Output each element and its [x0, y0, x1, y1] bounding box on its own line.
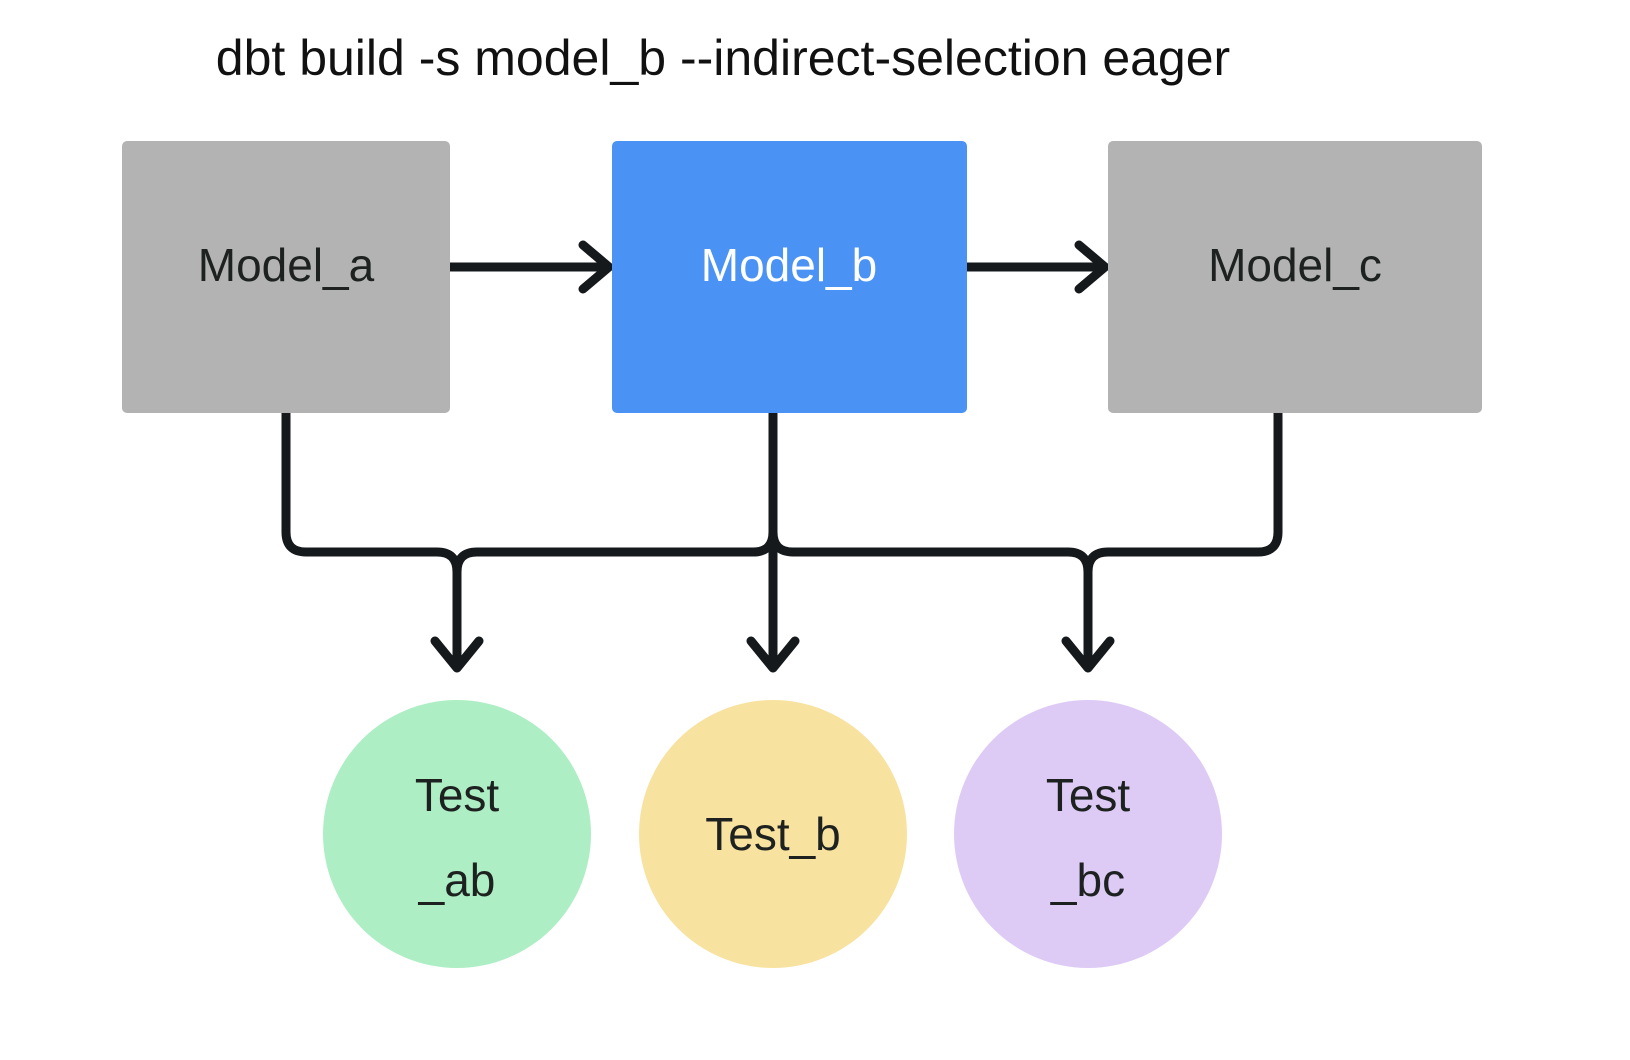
node-test-bc-label-line1: Test [1046, 769, 1131, 821]
arrowhead-icon [1074, 240, 1110, 294]
node-test-ab-label-line1: Test [415, 769, 500, 821]
edge-model-b-to-test-bc [768, 408, 1093, 665]
edge-model-b-to-test-ab [452, 408, 778, 665]
node-test-b[interactable]: Test_b [639, 700, 907, 968]
edge-model-a-to-model-b [445, 240, 614, 294]
node-model-c-shape[interactable] [1108, 141, 1482, 413]
node-test-bc-shape[interactable] [954, 700, 1222, 968]
node-model-c[interactable]: Model_c [1108, 141, 1482, 413]
edge-model-c-to-test-bc [1083, 408, 1283, 665]
edge-model-b-to-model-c [962, 240, 1110, 294]
node-model-c-label: Model_c [1208, 239, 1382, 291]
edge-line [281, 408, 462, 665]
edge-line [1083, 408, 1283, 665]
edge-layer [281, 240, 1283, 673]
edge-line [452, 408, 778, 665]
model-node-layer: Model_a Model_b Model_c [122, 141, 1482, 413]
node-test-ab-label-line2: _ab [418, 854, 496, 906]
node-test-bc[interactable]: Test _bc [954, 700, 1222, 968]
node-test-ab[interactable]: Test _ab [323, 700, 591, 968]
node-test-bc-label-line2: _bc [1050, 854, 1125, 906]
page-title: dbt build -s model_b --indirect-selectio… [216, 30, 1230, 86]
node-test-ab-shape[interactable] [323, 700, 591, 968]
arrowhead-icon-test-ab [430, 636, 484, 673]
edge-model-a-to-test-ab [281, 408, 462, 665]
node-model-b-label: Model_b [701, 239, 877, 291]
node-test-b-shape[interactable] [639, 700, 907, 968]
arrowhead-icon-test-b [746, 636, 800, 673]
node-model-a-label: Model_a [198, 239, 375, 291]
edge-line [768, 408, 1093, 665]
node-model-b[interactable]: Model_b [612, 141, 967, 413]
node-test-b-label-line1: Test_b [705, 808, 841, 860]
node-model-b-shape[interactable] [612, 141, 967, 413]
arrowhead-icon-test-bc [1061, 636, 1115, 673]
node-model-a-shape[interactable] [122, 141, 450, 413]
test-node-layer: Test _ab Test_b Test _bc [323, 700, 1222, 968]
arrowhead-icon [578, 240, 614, 294]
node-model-a[interactable]: Model_a [122, 141, 450, 413]
